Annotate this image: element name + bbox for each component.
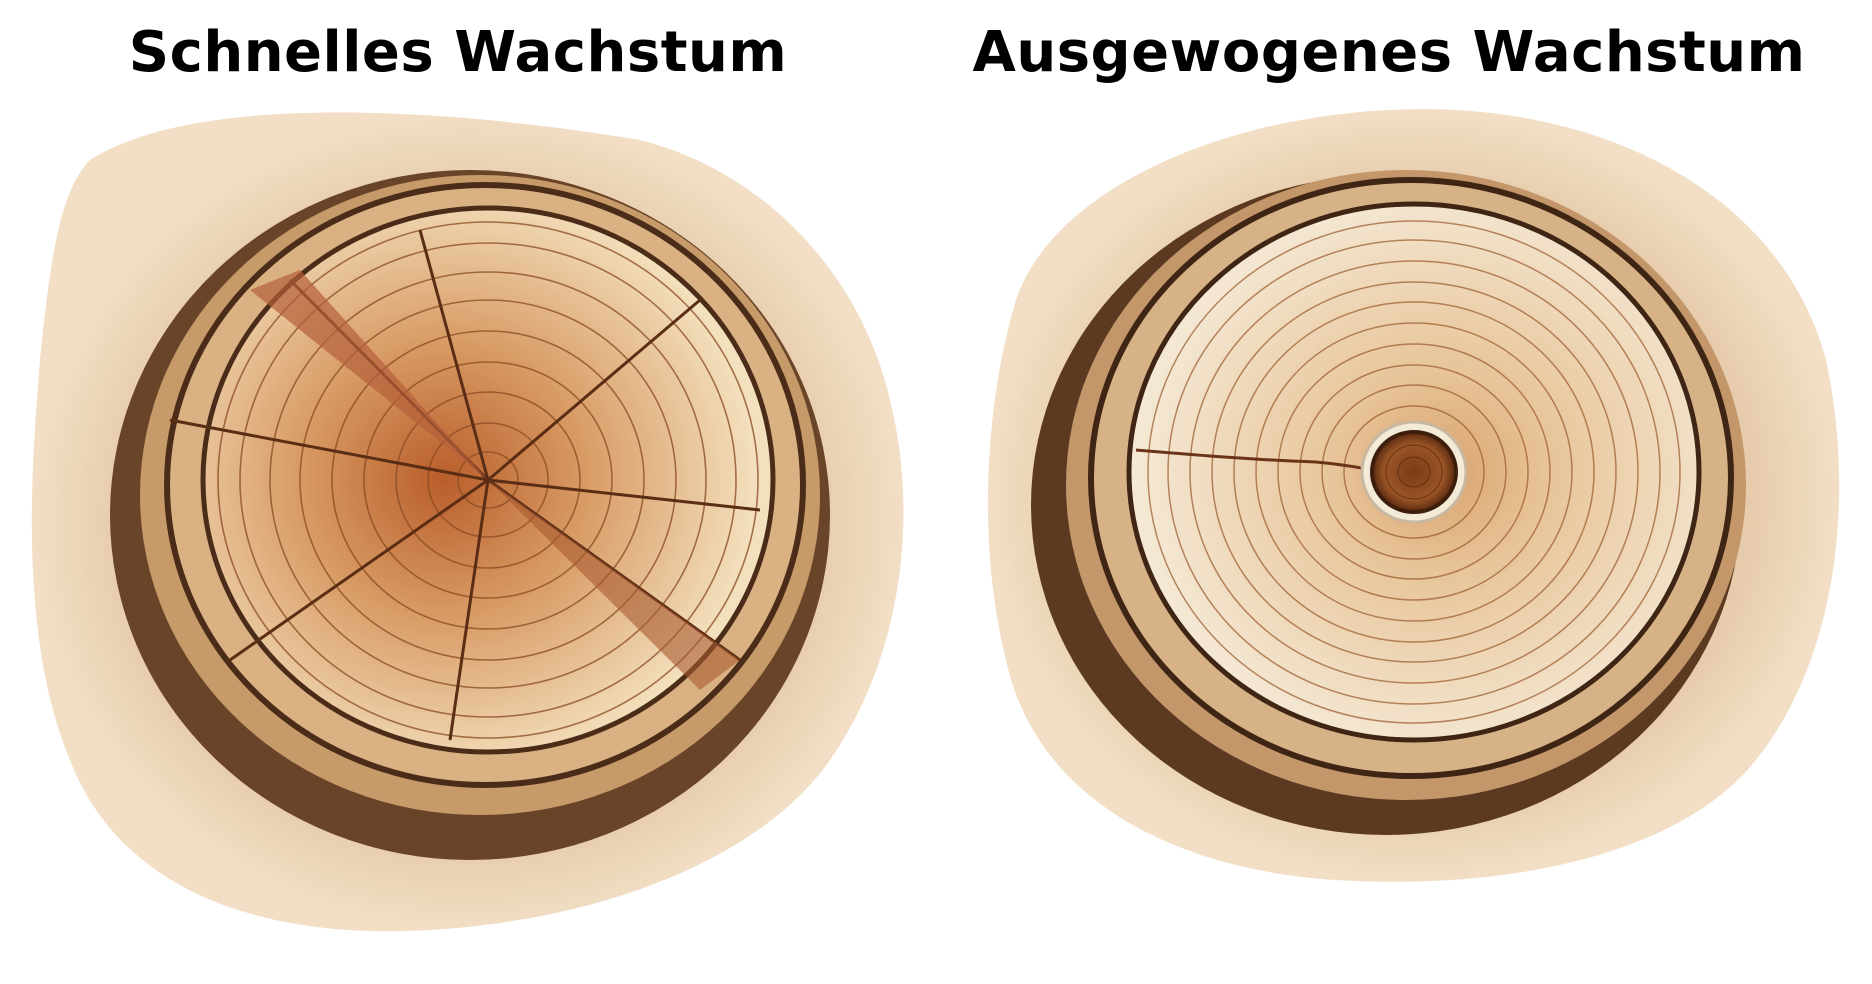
balanced-growth-panel: Ausgewogenes Wachstum (936, 0, 1872, 984)
growth-rings (1147, 220, 1681, 724)
balanced-growth-title: Ausgewogenes Wachstum (972, 20, 1806, 85)
fast-growth-panel: Schnelles Wachstum (31, 20, 904, 932)
balanced-growth-stump-image (987, 109, 1840, 882)
fast-growth-title: Schnelles Wachstum (128, 20, 788, 85)
fast-growth-stump-image (31, 112, 904, 932)
growth-rings (217, 221, 759, 739)
crack-line (1135, 448, 1377, 474)
